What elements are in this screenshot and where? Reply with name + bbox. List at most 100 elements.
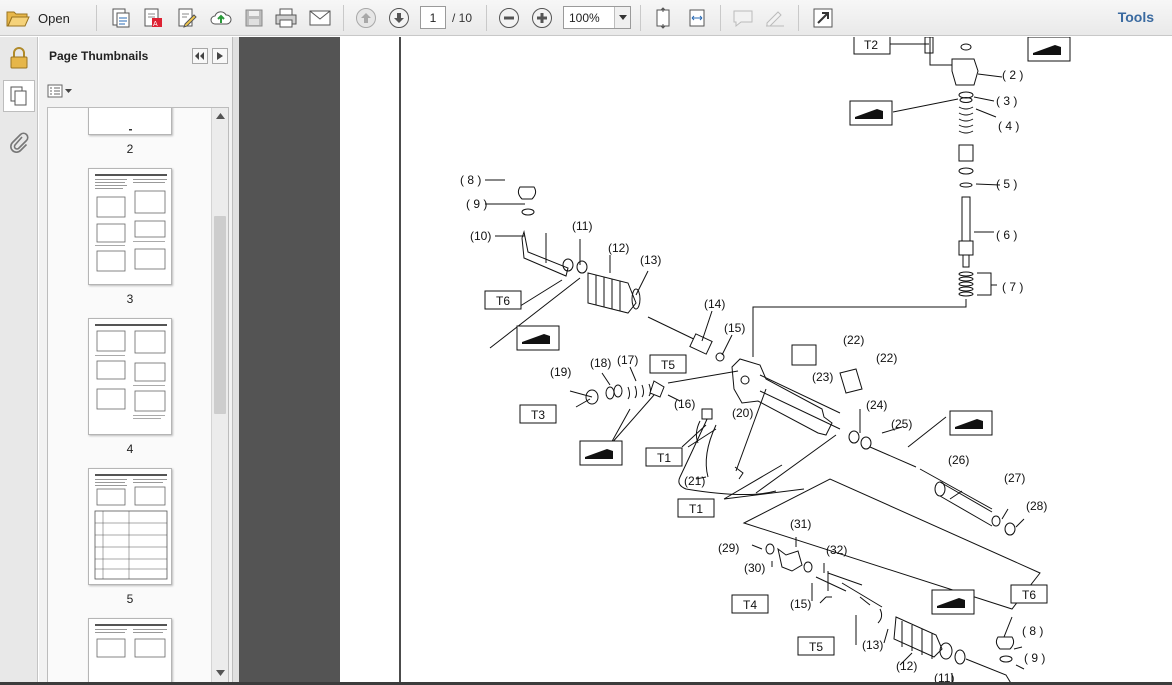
zoom-out-button[interactable] xyxy=(496,5,522,31)
thumbnail-page-3[interactable] xyxy=(88,168,172,285)
edit-pdf-button[interactable] xyxy=(174,5,200,31)
thumbnail-label: 5 xyxy=(126,592,134,606)
comment-button[interactable] xyxy=(730,5,756,31)
print-button[interactable] xyxy=(272,5,300,31)
page-thumbnails-button[interactable] xyxy=(3,80,35,112)
print-icon xyxy=(275,8,297,28)
toolbar-separator xyxy=(486,5,487,31)
sign-icon xyxy=(766,11,784,27)
scroll-down-button[interactable] xyxy=(212,665,228,681)
panel-splitter[interactable] xyxy=(233,37,239,685)
fit-page-button[interactable] xyxy=(650,5,676,31)
callout-2: ( 2 ) xyxy=(1002,68,1023,82)
zoom-value: 100% xyxy=(569,10,600,25)
callout-29: (29) xyxy=(718,541,739,555)
torque-label-t3: T3 xyxy=(531,408,545,422)
page-number-input[interactable] xyxy=(420,6,446,29)
thumbnail-page-4[interactable] xyxy=(88,318,172,435)
zoom-select[interactable]: 100% xyxy=(563,6,631,29)
thumbnail-label: 2 xyxy=(126,142,134,156)
callout-18: (18) xyxy=(590,356,611,370)
callout-19: (19) xyxy=(550,365,571,379)
callout-22: (22) xyxy=(876,351,897,365)
previous-page-button[interactable] xyxy=(353,5,379,31)
zoom-out-icon xyxy=(499,8,519,28)
tools-link[interactable]: Tools xyxy=(1117,9,1154,25)
save-icon xyxy=(245,9,263,27)
callout-14: (14) xyxy=(704,297,725,311)
torque-label-t6: T6 xyxy=(1022,588,1036,602)
save-button[interactable] xyxy=(242,5,266,31)
document-viewport[interactable]: T2 T6 T5 T3 T1 T1 T4 T5 T6 ( 2 ) ( 3 ) (… xyxy=(239,37,1172,685)
sign-button[interactable] xyxy=(762,5,788,31)
callout-11: (11) xyxy=(572,219,592,233)
callout-25: (25) xyxy=(891,417,912,431)
callout-8: ( 8 ) xyxy=(460,173,481,187)
scrollbar-thumb[interactable] xyxy=(214,216,226,414)
create-pdf-button[interactable] xyxy=(108,5,134,31)
open-button[interactable]: Open xyxy=(6,5,82,31)
callout-6: ( 6 ) xyxy=(996,228,1017,242)
scroll-up-button[interactable] xyxy=(212,108,228,124)
expand-panel-button[interactable] xyxy=(212,48,228,64)
navigation-pane-strip xyxy=(0,37,38,685)
email-button[interactable] xyxy=(306,5,334,31)
thumbnail-page-5[interactable] xyxy=(88,468,172,585)
open-label: Open xyxy=(38,10,70,26)
toolbar-separator xyxy=(343,5,344,31)
torque-label-t6: T6 xyxy=(496,294,510,308)
zoom-in-button[interactable] xyxy=(529,5,555,31)
callout-28: (28) xyxy=(1026,499,1047,513)
callout-17: (17) xyxy=(617,353,638,367)
lock-icon xyxy=(10,47,28,69)
folder-open-icon xyxy=(6,11,30,27)
thumbnail-page-6[interactable] xyxy=(88,618,172,682)
callout-7: ( 7 ) xyxy=(1002,280,1023,294)
thumbnail-scrollbar[interactable] xyxy=(211,108,228,682)
security-button[interactable] xyxy=(3,42,35,74)
upload-cloud-button[interactable] xyxy=(207,5,235,31)
chevron-down-icon xyxy=(215,670,225,676)
thumbnail-options-button[interactable] xyxy=(47,82,73,100)
attachments-button[interactable] xyxy=(3,127,35,159)
page-thumbnails-panel: Page Thumbnails 2 xyxy=(39,37,233,685)
grease-icon xyxy=(516,37,1071,615)
fit-page-icon xyxy=(656,7,670,29)
chevron-down-icon[interactable] xyxy=(614,7,630,28)
callout-9: ( 9 ) xyxy=(466,197,487,211)
collapse-panel-button[interactable] xyxy=(192,48,208,64)
toolbar-separator xyxy=(96,5,97,31)
thumbnail-list[interactable]: 2 3 xyxy=(47,107,229,683)
steering-gear-exploded-diagram: T2 T6 T5 T3 T1 T1 T4 T5 T6 ( 2 ) ( 3 ) (… xyxy=(399,37,1071,685)
callout-3: ( 3 ) xyxy=(996,94,1017,108)
create-pdf-icon xyxy=(112,8,130,28)
toolbar-separator xyxy=(720,5,721,31)
comment-icon xyxy=(733,10,753,28)
callout-5: ( 5 ) xyxy=(996,177,1017,191)
callout-32: (32) xyxy=(826,543,847,557)
toolbar-separator xyxy=(640,5,641,31)
callout-10: (10) xyxy=(470,229,491,243)
callout-13: (13) xyxy=(640,253,661,267)
callout-30: (30) xyxy=(744,561,765,575)
upload-cloud-icon xyxy=(210,11,232,25)
torque-label-t1: T1 xyxy=(689,502,703,516)
chevron-right-icon xyxy=(217,52,223,60)
callout-20: (20) xyxy=(732,406,753,420)
thumbnail-page-2[interactable] xyxy=(88,108,172,135)
export-pdf-button[interactable]: A xyxy=(140,5,166,31)
svg-text:A: A xyxy=(153,21,158,28)
toolbar-separator xyxy=(798,5,799,31)
next-page-button[interactable] xyxy=(386,5,412,31)
callout-8: ( 8 ) xyxy=(1022,624,1043,638)
fit-width-button[interactable] xyxy=(684,5,710,31)
torque-label-t5: T5 xyxy=(809,640,823,654)
callout-16: (16) xyxy=(674,397,695,411)
torque-label-t4: T4 xyxy=(743,598,757,612)
document-page: T2 T6 T5 T3 T1 T1 T4 T5 T6 ( 2 ) ( 3 ) (… xyxy=(340,37,1172,685)
edit-pdf-icon xyxy=(178,8,197,28)
export-pdf-icon: A xyxy=(144,8,162,28)
pages-icon xyxy=(10,86,27,106)
chevron-down-icon xyxy=(65,89,72,93)
fullscreen-button[interactable] xyxy=(810,5,836,31)
